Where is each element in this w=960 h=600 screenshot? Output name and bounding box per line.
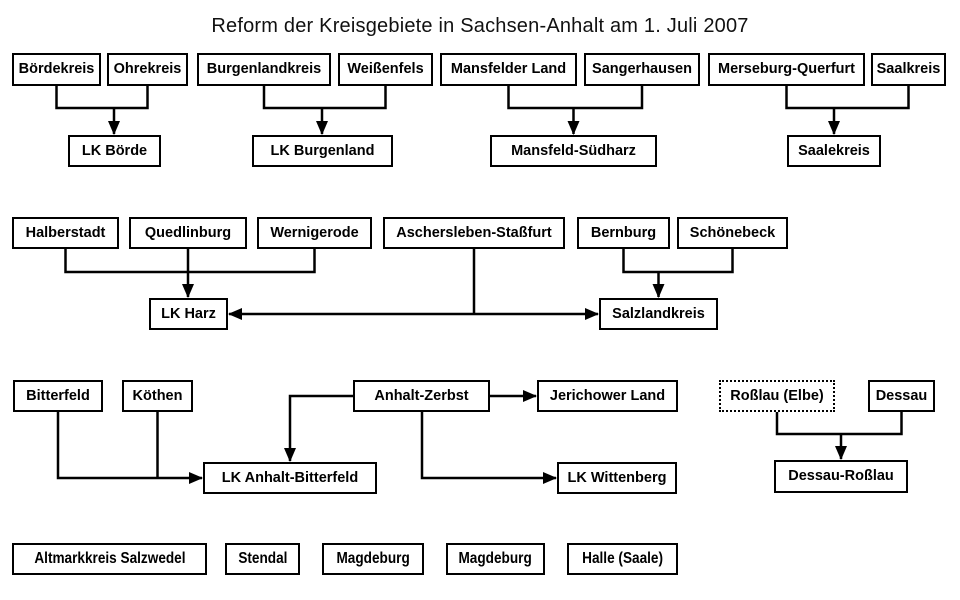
node-anhalt-zerbst: Anhalt-Zerbst bbox=[353, 380, 490, 412]
node-sangerhausen: Sangerhausen bbox=[584, 53, 700, 86]
node-magdeburg-2: Magdeburg bbox=[446, 543, 545, 575]
node-saalkreis: Saalkreis bbox=[871, 53, 946, 86]
node-schoenebeck: Schönebeck bbox=[677, 217, 788, 249]
node-label: Halle (Saale) bbox=[582, 550, 663, 567]
node-label: Magdeburg bbox=[458, 550, 533, 567]
node-bitterfeld: Bitterfeld bbox=[13, 380, 103, 412]
arrow-anhalt-zerbst-to-lk-wittenberg bbox=[420, 412, 557, 484]
node-stendal: Stendal bbox=[225, 543, 300, 575]
node-label: Altmarkkreis Salzwedel bbox=[33, 550, 186, 567]
connector-salzland-bracket bbox=[622, 249, 734, 274]
node-merseburg-querfurt: Merseburg-Querfurt bbox=[708, 53, 865, 86]
node-bernburg: Bernburg bbox=[577, 217, 670, 249]
node-jerichower-land: Jerichower Land bbox=[537, 380, 678, 412]
node-burgenlandkreis: Burgenlandkreis bbox=[197, 53, 331, 86]
node-label: Stendal bbox=[237, 550, 288, 567]
node-magdeburg-1: Magdeburg bbox=[322, 543, 424, 575]
node-saalekreis: Saalekreis bbox=[787, 135, 881, 167]
node-ohrekreis: Ohrekreis bbox=[107, 53, 188, 86]
diagram-title: Reform der Kreisgebiete in Sachsen-Anhal… bbox=[211, 15, 749, 37]
node-lk-boerde: LK Börde bbox=[68, 135, 161, 167]
node-halberstadt: Halberstadt bbox=[12, 217, 119, 249]
node-halle-saale: Halle (Saale) bbox=[567, 543, 678, 575]
connector-mansfeld-bracket bbox=[507, 86, 644, 110]
node-boerdekreis: Bördekreis bbox=[12, 53, 101, 86]
connector-boerde-bracket bbox=[55, 86, 149, 110]
node-lk-anhalt-bitterfeld: LK Anhalt-Bitterfeld bbox=[203, 462, 377, 494]
arrow-anhalt-zerbst-to-lk-anhalt-bitterfeld bbox=[284, 394, 353, 462]
node-aschersleben-stassfurt: Aschersleben-Staßfurt bbox=[383, 217, 565, 249]
node-altmarkkreis-salzwedel: Altmarkkreis Salzwedel bbox=[12, 543, 207, 575]
node-dessau: Dessau bbox=[868, 380, 935, 412]
arrow-bitterfeld-to-lk-anhalt-bitterfeld bbox=[56, 412, 203, 484]
node-mansfelder-land: Mansfelder Land bbox=[440, 53, 577, 86]
node-mansfeld-suedharz: Mansfeld-Südharz bbox=[490, 135, 657, 167]
node-dessau-rosslau: Dessau-Roßlau bbox=[774, 460, 908, 493]
node-salzlandkreis: Salzlandkreis bbox=[599, 298, 718, 330]
node-lk-harz: LK Harz bbox=[149, 298, 228, 330]
connector-burgenland-bracket bbox=[262, 86, 387, 110]
connector-harz-bracket bbox=[64, 249, 316, 274]
node-quedlinburg: Quedlinburg bbox=[129, 217, 247, 249]
node-koethen: Köthen bbox=[122, 380, 193, 412]
node-wernigerode: Wernigerode bbox=[257, 217, 372, 249]
node-lk-burgenland: LK Burgenland bbox=[252, 135, 393, 167]
connector-saalekreis-bracket bbox=[785, 86, 910, 110]
node-weissenfels: Weißenfels bbox=[338, 53, 433, 86]
node-rosslau-elbe: Roßlau (Elbe) bbox=[719, 380, 835, 412]
node-label: Magdeburg bbox=[336, 550, 410, 567]
node-lk-wittenberg: LK Wittenberg bbox=[557, 462, 677, 494]
connector-dessau-bracket bbox=[775, 412, 903, 436]
